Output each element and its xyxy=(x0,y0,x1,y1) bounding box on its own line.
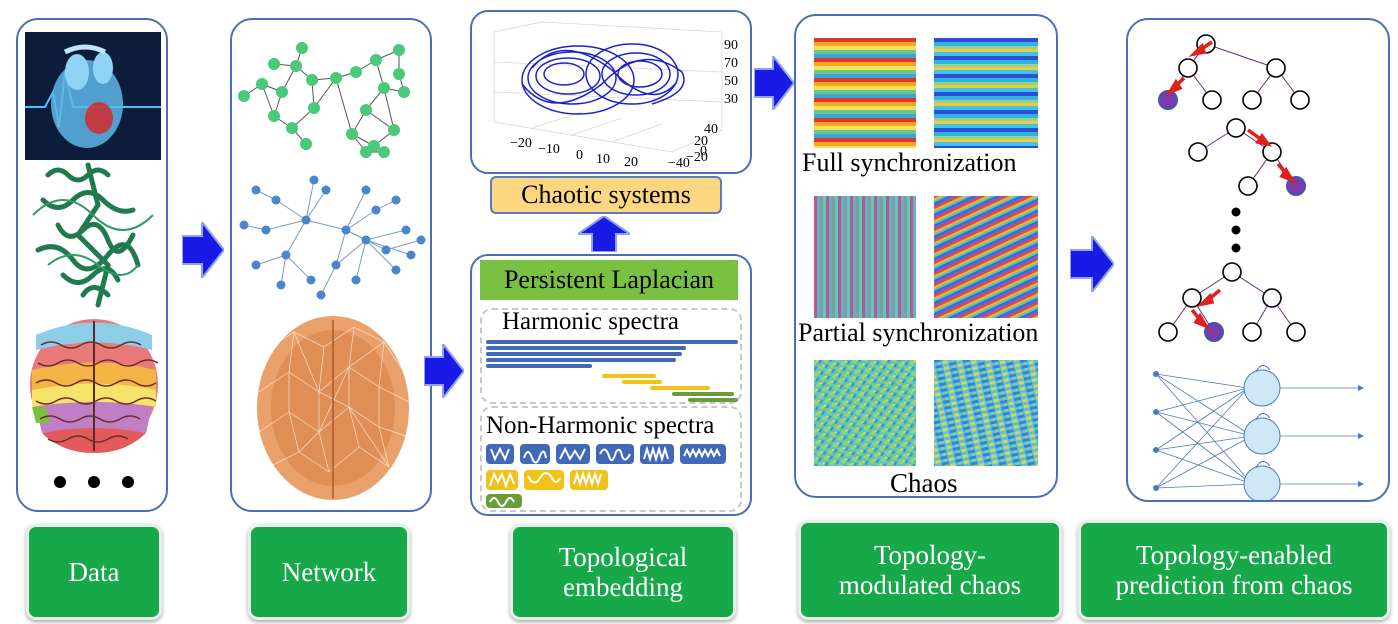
data-label-box: Data xyxy=(26,524,162,620)
chaotic-systems-label: Chaotic systems xyxy=(521,180,691,209)
y-tick-2: 20 xyxy=(694,134,708,149)
z-tick-1: 90 xyxy=(724,38,738,53)
network-label: Network xyxy=(281,557,377,587)
network-panel xyxy=(230,18,432,512)
z-tick-4: 30 xyxy=(724,92,738,107)
chaos-label: Chaos xyxy=(890,468,958,498)
x-tick-2: −10 xyxy=(538,142,560,157)
full-sync-tile-1 xyxy=(814,38,916,148)
prediction-label-line1: Topology-enabled xyxy=(1135,540,1333,570)
persistent-laplacian-label: Persistent Laplacian xyxy=(503,265,715,294)
x-tick-4: 10 xyxy=(596,152,610,167)
brain-mesh-image xyxy=(257,316,410,500)
network-label-box: Network xyxy=(248,524,410,620)
chaos-label-box: Topology- modulated chaos xyxy=(798,520,1062,620)
tree-diagrams xyxy=(1158,34,1310,342)
harmonic-barcode xyxy=(486,340,738,402)
chaos-label-line1: Topology- xyxy=(873,540,987,570)
arrow-up-icon xyxy=(578,216,630,252)
arrow-right-icon xyxy=(182,222,224,278)
y-tick-3: 0 xyxy=(700,144,707,159)
reservoir-network-diagram xyxy=(1153,365,1364,500)
full-sync-tile-2 xyxy=(934,38,1038,148)
chaos-tile-1 xyxy=(814,360,916,466)
data-panel xyxy=(16,18,168,512)
partial-sync-tile-2 xyxy=(934,196,1038,318)
lorenz-attractor-plot xyxy=(493,21,723,153)
persistent-laplacian-banner: Persistent Laplacian xyxy=(480,260,738,300)
laplacian-panel: Persistent Laplacian Harmonic spectra No… xyxy=(470,254,752,516)
y-tick-1: 40 xyxy=(704,122,718,137)
ellipsis-dot-3 xyxy=(122,476,134,488)
non-harmonic-box xyxy=(480,406,742,512)
chaos-label-line2: modulated chaos xyxy=(838,570,1022,600)
ellipsis-dot-2 xyxy=(88,476,100,488)
chaos-tile-2 xyxy=(934,360,1038,466)
partial-sync-tile-1 xyxy=(814,196,916,318)
embedding-label-box: Topological embedding xyxy=(510,524,736,620)
z-tick-2: 70 xyxy=(724,56,738,71)
heart-image xyxy=(25,32,161,160)
brain-image xyxy=(30,319,159,453)
ellipsis-dot-1 xyxy=(54,476,66,488)
y-tick-4: −20 xyxy=(686,150,708,165)
non-harmonic-glyphs xyxy=(486,444,726,508)
chaos-panel: Full synchronization Partial synchroniza… xyxy=(794,14,1058,498)
prediction-label-box: Topology-enabled prediction from chaos xyxy=(1078,520,1390,620)
harmonic-box xyxy=(480,308,742,404)
prediction-panel xyxy=(1126,18,1390,502)
x-tick-3: 0 xyxy=(576,148,583,163)
arrow-right-icon xyxy=(1070,236,1114,292)
z-tick-3: 50 xyxy=(724,74,738,89)
protein-image xyxy=(32,162,154,308)
lorenz-panel: 90 70 50 30 −20 −10 0 10 20 40 20 0 −20 … xyxy=(470,10,752,174)
embedding-label-line2: embedding xyxy=(563,572,683,602)
x-tick-1: −20 xyxy=(510,136,532,151)
y-tick-5: −40 xyxy=(668,156,690,171)
green-network-graph xyxy=(238,42,410,158)
blue-network-graph xyxy=(239,175,426,300)
arrow-right-icon xyxy=(424,344,464,398)
prediction-label-line2: prediction from chaos xyxy=(1115,570,1353,600)
harmonic-label: Harmonic spectra xyxy=(502,308,680,335)
arrow-right-icon xyxy=(754,56,794,110)
embedding-label-line1: Topological xyxy=(558,542,688,572)
full-sync-label: Full synchronization xyxy=(802,148,1017,177)
data-label: Data xyxy=(68,557,120,587)
non-harmonic-label: Non-Harmonic spectra xyxy=(486,412,715,439)
x-tick-5: 20 xyxy=(624,155,638,170)
partial-sync-label: Partial synchronization xyxy=(798,318,1039,347)
chaotic-systems-box: Chaotic systems xyxy=(490,176,722,214)
